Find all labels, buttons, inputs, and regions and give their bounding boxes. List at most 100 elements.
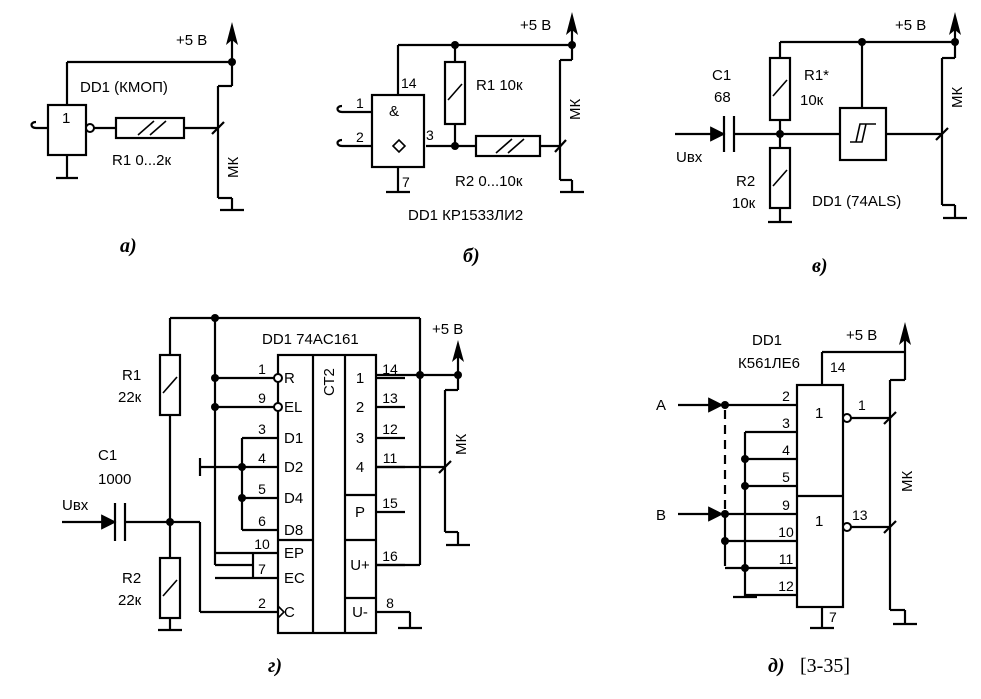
r1-value: 22к [118, 389, 142, 406]
pin-number: 6 [258, 513, 266, 529]
panel-a: +5 В 1 DD1 (КМОП) R1 0...2к МК а) [30, 22, 244, 257]
r1-name: R1 [122, 367, 141, 384]
panel-b: +5 В & 14 1 2 7 3 R1 10к R2 0...10к [336, 12, 584, 267]
pin-name: 3 [356, 430, 364, 447]
panel-g: DD1 74AC161 +5 В СТ2 1R9EL3D14D25D46D810… [62, 314, 470, 677]
chip-label: DD1 (74ALS) [812, 193, 901, 210]
r1-label: R1 10к [476, 77, 523, 94]
r2-value: 22к [118, 592, 142, 609]
supply-label: +5 В [176, 32, 207, 49]
open-collector-icon [391, 138, 407, 154]
mcu-label: МК [225, 157, 242, 178]
pin-number: 16 [382, 548, 398, 564]
chip-type: К561ЛЕ6 [738, 355, 800, 372]
pin-number: 3 [782, 415, 790, 431]
pin-number: 14 [382, 361, 398, 377]
pin-name: R [284, 370, 295, 387]
caption-g: г) [268, 655, 282, 677]
out1-pin: 1 [858, 397, 866, 413]
pin-name: D4 [284, 490, 303, 507]
caption-a: а) [120, 235, 137, 257]
pin-number: 1 [258, 361, 266, 377]
mcu-label: МК [453, 434, 470, 455]
pin-number: 4 [258, 450, 266, 466]
r2-value: 10к [732, 195, 756, 212]
pin-number: 10 [778, 524, 794, 540]
pin-number: 5 [782, 469, 790, 485]
input-a-label: А [656, 397, 666, 414]
input-b-label: В [656, 507, 666, 524]
mcu-label: МК [899, 471, 916, 492]
ct-label: СТ2 [321, 368, 338, 396]
r2-label: R2 0...10к [455, 173, 523, 190]
pin-in1: 1 [356, 95, 364, 111]
supply-arrow-icon [899, 322, 911, 345]
pin-name: D2 [284, 459, 303, 476]
supply-arrow-icon [949, 12, 961, 35]
supply-label: +5 В [432, 321, 463, 338]
pin-number: 11 [383, 450, 398, 466]
pin-number: 5 [258, 481, 266, 497]
pin-name: D8 [284, 522, 303, 539]
out2-pin: 13 [852, 507, 868, 523]
supply-arrow-icon [226, 22, 238, 45]
pin-number: 8 [386, 595, 394, 611]
gate-box [370, 93, 426, 169]
pin-number: 12 [778, 578, 794, 594]
c1-value: 68 [714, 89, 731, 106]
pin-name: D1 [284, 430, 303, 447]
c1-name: C1 [712, 67, 731, 84]
pin-number: 7 [258, 561, 266, 577]
pin-number: 2 [258, 595, 266, 611]
gate1-symbol: 1 [815, 405, 823, 422]
supply-label: +5 В [895, 17, 926, 34]
mcu-label: МК [567, 99, 584, 120]
pin-number: 3 [258, 421, 266, 437]
supply-arrow-icon [452, 340, 464, 362]
pin-vcc: 14 [830, 359, 846, 375]
pin-name: 2 [356, 399, 364, 416]
pin-name: P [355, 504, 365, 521]
pin-name: C [284, 604, 295, 621]
r1-value: 10к [800, 92, 824, 109]
pin-name: 1 [356, 370, 364, 387]
reference: [3-35] [800, 655, 850, 677]
pin-name: EC [284, 570, 305, 587]
hysteresis-icon [850, 123, 876, 143]
pin-number: 12 [382, 421, 398, 437]
gate-symbol: & [389, 103, 399, 120]
resistor-label: R1 0...2к [112, 152, 172, 169]
pin-number: 15 [382, 495, 398, 511]
pin-name: U- [352, 604, 368, 621]
pin-gnd: 7 [829, 609, 837, 625]
pin-number: 9 [258, 390, 266, 406]
pin-vcc: 14 [401, 75, 417, 91]
pin-number: 4 [782, 442, 790, 458]
r1-name: R1* [804, 67, 829, 84]
r2-name: R2 [736, 173, 755, 190]
chip-name: DD1 [752, 332, 782, 349]
gate-symbol: 1 [62, 110, 70, 127]
pin-name: EL [284, 399, 302, 416]
input-label: Uвх [62, 497, 89, 514]
pin-in2: 2 [356, 129, 364, 145]
mcu-label: МК [949, 87, 966, 108]
pin-number: 11 [779, 551, 794, 567]
c1-value: 1000 [98, 471, 131, 488]
r2-name: R2 [122, 570, 141, 587]
chip-label: DD1 КР1533ЛИ2 [408, 207, 523, 224]
caption-d: д) [768, 655, 785, 677]
supply-label: +5 В [520, 17, 551, 34]
chip-label: DD1 74AC161 [262, 331, 359, 348]
panel-v: +5 В R1* 10к R2 10к C1 68 Uвх DD1 (74ALS… [675, 12, 967, 277]
pin-name: 4 [356, 459, 364, 476]
pin-number: 9 [782, 497, 790, 513]
input-icon [30, 120, 48, 130]
pin-number: 10 [254, 536, 270, 552]
gate2-symbol: 1 [815, 513, 823, 530]
chip-label: DD1 (КМОП) [80, 79, 168, 96]
